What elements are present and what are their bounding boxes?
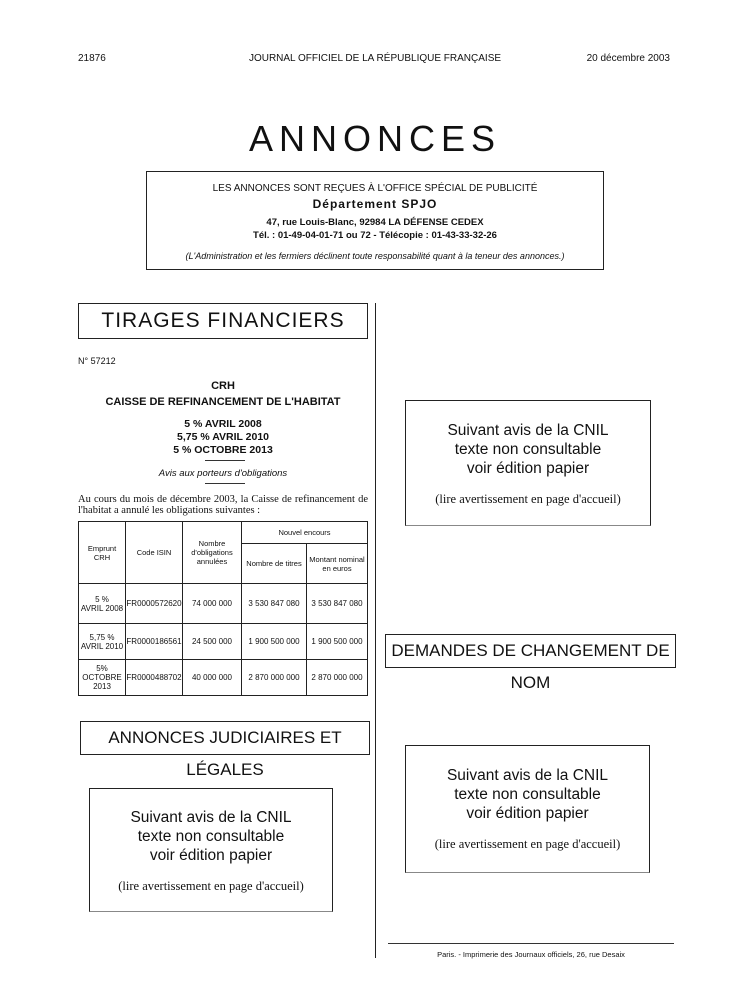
section-heading-changement-nom: DEMANDES DE CHANGEMENT DE NOM [385,634,676,692]
cell-rate: 5 % [95,594,109,604]
cnil-note: (lire avertissement en page d'accueil) [434,837,621,851]
info-line-disclaimer: (L'Administration et les fermiers déclin… [185,251,565,261]
cell-maturity: AVRIL 2010 [80,641,124,651]
col-header-nombre-titres: Nombre de titres [241,543,307,584]
cell-montant: 2 870 000 000 [306,659,368,696]
divider-rule [205,483,245,484]
cell-maturity: AVRIL 2008 [80,603,124,613]
announcement-number: N° 57212 [78,356,116,366]
cnil-note: (lire avertissement en page d'accueil) [435,492,621,506]
info-line-address: 47, rue Louis-Blanc, 92984 LA DÉFENSE CE… [266,217,484,228]
cnil-line: texte non consultable [137,828,285,845]
cnil-line: voir édition papier [466,805,589,822]
notice-subtitle: Avis aux porteurs d'obligations [158,468,288,479]
cell-emprunt: 5%OCTOBRE 2013 [78,659,126,696]
section-heading-tirages: TIRAGES FINANCIERS [78,303,368,339]
divider-rule [205,460,245,461]
bond-item: 5,75 % AVRIL 2010 [176,431,270,443]
cnil-note: (lire avertissement en page d'accueil) [118,879,304,893]
info-box: LES ANNONCES SONT REÇUES À L'OFFICE SPÉC… [146,171,604,270]
col-header-code: Code ISIN [125,521,183,584]
cancelled-bonds-table: Emprunt CRH Code ISIN Nombre d'obligatio… [78,521,368,696]
table-row: 5,75 %AVRIL 2010 FR0000186561 24 500 000… [78,623,368,660]
journal-title: JOURNAL OFFICIEL DE LA RÉPUBLIQUE FRANÇA… [248,53,502,64]
issuer-full: CAISSE DE REFINANCEMENT DE L'HABITAT [105,396,341,408]
cnil-line: texte non consultable [454,786,601,803]
info-line-office: LES ANNONCES SONT REÇUES À L'OFFICE SPÉC… [212,183,538,194]
info-line-department: Département SPJO [312,197,438,211]
cnil-notice-box: Suivant avis de la CNIL texte non consul… [89,788,333,912]
cell-code: FR0000186561 [125,623,183,660]
bond-list: 5 % AVRIL 2008 5,75 % AVRIL 2010 5 % OCT… [78,418,368,457]
col-header-montant: Montant nominal en euros [306,543,368,584]
cnil-line: Suivant avis de la CNIL [447,422,609,439]
cell-code: FR0000488702 [125,659,183,696]
cell-code: FR0000572620 [125,583,183,624]
cell-maturity: OCTOBRE 2013 [82,673,122,691]
page-title: ANNONCES [248,118,502,159]
col-header-nombre-obligations: Nombre d'obligations annulées [182,521,242,584]
cell-titres: 2 870 000 000 [241,659,307,696]
cell-annulees: 24 500 000 [182,623,242,660]
issuer-short: CRH [211,380,235,392]
cell-rate: 5,75 % [89,632,115,642]
table-row: 5 %AVRIL 2008 FR0000572620 74 000 000 3 … [78,583,368,624]
cnil-line: voir édition papier [149,847,273,864]
notice-intro: Au cours du mois de décembre 2003, la Ca… [78,494,368,516]
bond-item: 5 % OCTOBRE 2013 [173,444,273,456]
cnil-line: voir édition papier [466,460,590,477]
cnil-line: Suivant avis de la CNIL [446,767,609,784]
publication-date: 20 décembre 2003 [586,53,670,64]
cnil-notice-box: Suivant avis de la CNIL texte non consul… [405,745,650,873]
cell-emprunt: 5,75 %AVRIL 2010 [78,623,126,660]
column-divider [375,303,376,958]
cell-montant: 1 900 500 000 [306,623,368,660]
cell-titres: 1 900 500 000 [241,623,307,660]
cell-annulees: 40 000 000 [182,659,242,696]
footer-rule [388,943,674,944]
page-number: 21876 [78,53,106,64]
cell-titres: 3 530 847 080 [241,583,307,624]
info-line-phone: Tél. : 01-49-04-01-71 ou 72 - Télécopie … [253,230,497,241]
col-header-nouvel-encours: Nouvel encours [241,521,368,544]
bond-item: 5 % AVRIL 2008 [184,418,262,430]
section-heading-judiciaires: ANNONCES JUDICIAIRES ET LÉGALES [80,721,370,779]
col-header-emprunt: Emprunt CRH [78,521,126,584]
cnil-notice-box: Suivant avis de la CNIL texte non consul… [405,400,651,526]
cell-montant: 3 530 847 080 [306,583,368,624]
cell-rate: 5% [96,664,108,673]
cnil-line: texte non consultable [454,441,602,458]
cnil-line: Suivant avis de la CNIL [130,809,292,826]
printer-footer: Paris. - Imprimerie des Journaux officie… [437,950,625,959]
cell-annulees: 74 000 000 [182,583,242,624]
cell-emprunt: 5 %AVRIL 2008 [78,583,126,624]
table-row: 5%OCTOBRE 2013 FR0000488702 40 000 000 2… [78,659,368,696]
